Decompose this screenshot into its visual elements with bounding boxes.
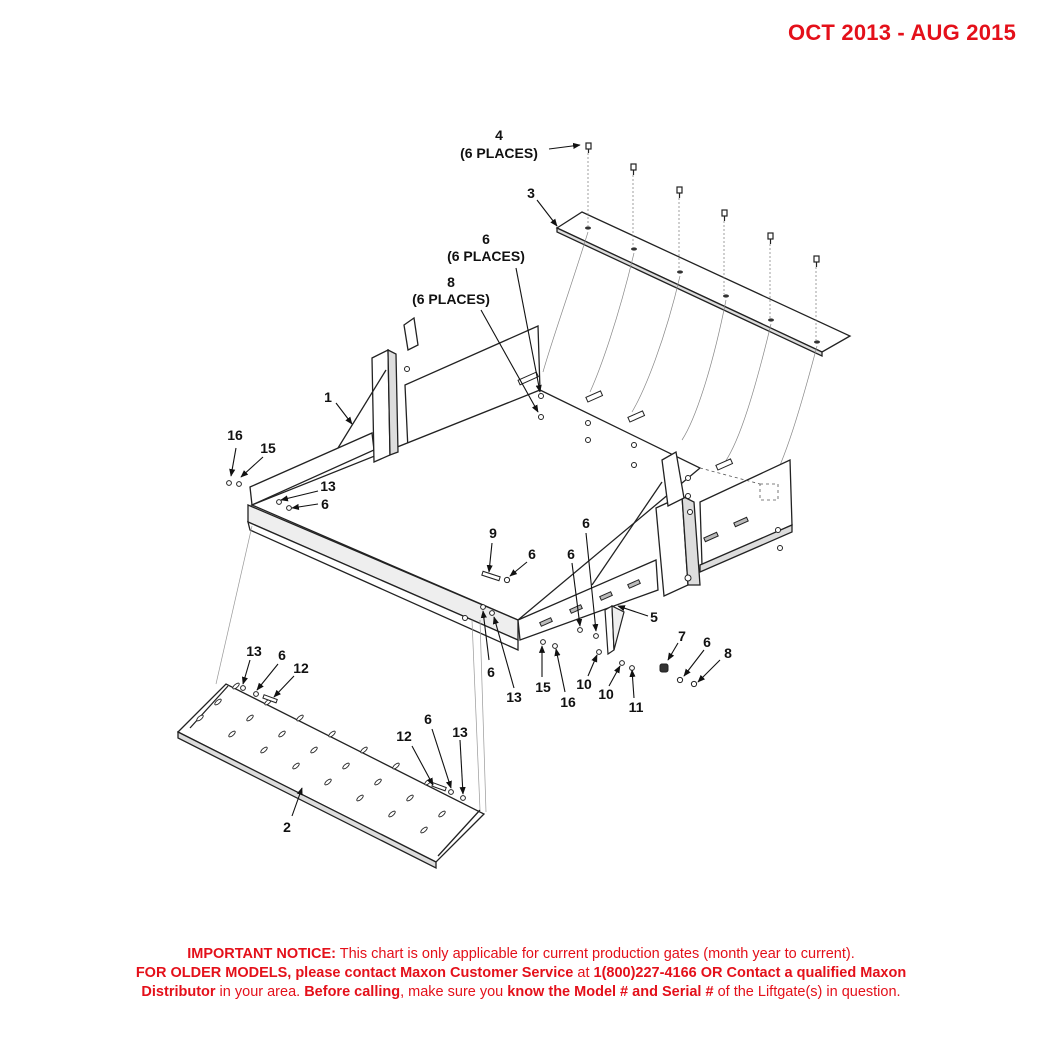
callout-16b: 16 xyxy=(560,694,576,710)
plate-holes xyxy=(585,226,820,344)
callout-13d: 13 xyxy=(452,724,468,740)
callout-6f: 6 xyxy=(703,634,711,650)
callout-8a: 8 xyxy=(447,274,455,290)
notice-older-models: FOR OLDER MODELS, please contact Maxon C… xyxy=(135,965,574,981)
callout-labels: 4 (6 PLACES) 3 6 (6 PLACES) 8 (6 PLACES)… xyxy=(227,127,732,835)
callout-leaders xyxy=(229,142,721,817)
callout-2: 2 xyxy=(283,819,291,835)
callout-6d: 6 xyxy=(567,546,575,562)
callout-1: 1 xyxy=(324,389,332,405)
notice-text-3a: in your area. xyxy=(215,984,305,1000)
callout-12b: 12 xyxy=(396,728,412,744)
notice-heading: IMPORTANT NOTICE: xyxy=(187,946,336,962)
callout-13b: 13 xyxy=(506,689,522,705)
frame-hardware xyxy=(404,366,783,621)
bolts-part-4 xyxy=(585,142,820,267)
important-notice: IMPORTANT NOTICE: This chart is only app… xyxy=(40,945,1002,1002)
callout-6a-places: (6 PLACES) xyxy=(447,248,525,264)
notice-text-3b: , make sure you xyxy=(400,984,508,1000)
notice-line-1: IMPORTANT NOTICE: This chart is only app… xyxy=(40,945,1002,964)
bracket-part-5 xyxy=(604,604,625,656)
exploded-parts-diagram: 4 (6 PLACES) 3 6 (6 PLACES) 8 (6 PLACES)… xyxy=(176,127,852,870)
top-plate-part-3 xyxy=(555,211,852,358)
callout-16a: 16 xyxy=(227,427,243,443)
callout-11: 11 xyxy=(629,699,644,715)
callout-6h: 6 xyxy=(278,647,286,663)
main-frame-part-1 xyxy=(247,316,793,652)
notice-text-3c: of the Liftgate(s) in question. xyxy=(713,984,901,1000)
loose-hardware xyxy=(226,480,698,688)
notice-line-3: Distributor in your area. Before calling… xyxy=(40,983,1002,1002)
notice-before-calling: Before calling xyxy=(304,984,401,1000)
notice-line-2: FOR OLDER MODELS, please contact Maxon C… xyxy=(40,964,1002,983)
callout-13c: 13 xyxy=(246,643,262,659)
callout-12a: 12 xyxy=(293,660,309,676)
callout-10b: 10 xyxy=(598,686,614,702)
callout-4-places: (6 PLACES) xyxy=(460,145,538,161)
callout-7: 7 xyxy=(678,628,686,644)
callout-4: 4 xyxy=(495,127,503,143)
notice-model-serial: know the Model # and Serial # xyxy=(507,984,714,1000)
callout-8b: 8 xyxy=(724,645,732,661)
callout-6i: 6 xyxy=(424,711,432,727)
callout-15b: 15 xyxy=(535,679,551,695)
notice-text-1: This chart is only applicable for curren… xyxy=(335,946,855,962)
callout-6g: 6 xyxy=(487,664,495,680)
callout-9: 9 xyxy=(489,525,497,541)
dashed-hidden-lines xyxy=(699,467,779,501)
callout-13a: 13 xyxy=(320,478,336,494)
notice-text-2: at xyxy=(573,965,594,981)
notice-distributor: Distributor xyxy=(141,984,216,1000)
ramp-alignment-lines xyxy=(215,525,487,813)
ramp-hinge-hardware xyxy=(240,685,466,801)
callout-8a-places: (6 PLACES) xyxy=(412,291,490,307)
callout-6e: 6 xyxy=(582,515,590,531)
frame-slots xyxy=(517,371,749,627)
callout-6a: 6 xyxy=(482,231,490,247)
callout-5: 5 xyxy=(650,609,658,625)
callout-6c: 6 xyxy=(528,546,536,562)
notice-phone: 1(800)227-4166 OR Contact a qualified Ma… xyxy=(593,965,907,981)
flipover-ramp-part-2 xyxy=(176,683,486,870)
callout-15a: 15 xyxy=(260,440,276,456)
callout-3: 3 xyxy=(527,185,535,201)
bolt-centerlines xyxy=(587,153,817,340)
callout-6b: 6 xyxy=(321,496,329,512)
date-range-title: OCT 2013 - AUG 2015 xyxy=(788,20,1016,45)
callout-10a: 10 xyxy=(576,676,592,692)
